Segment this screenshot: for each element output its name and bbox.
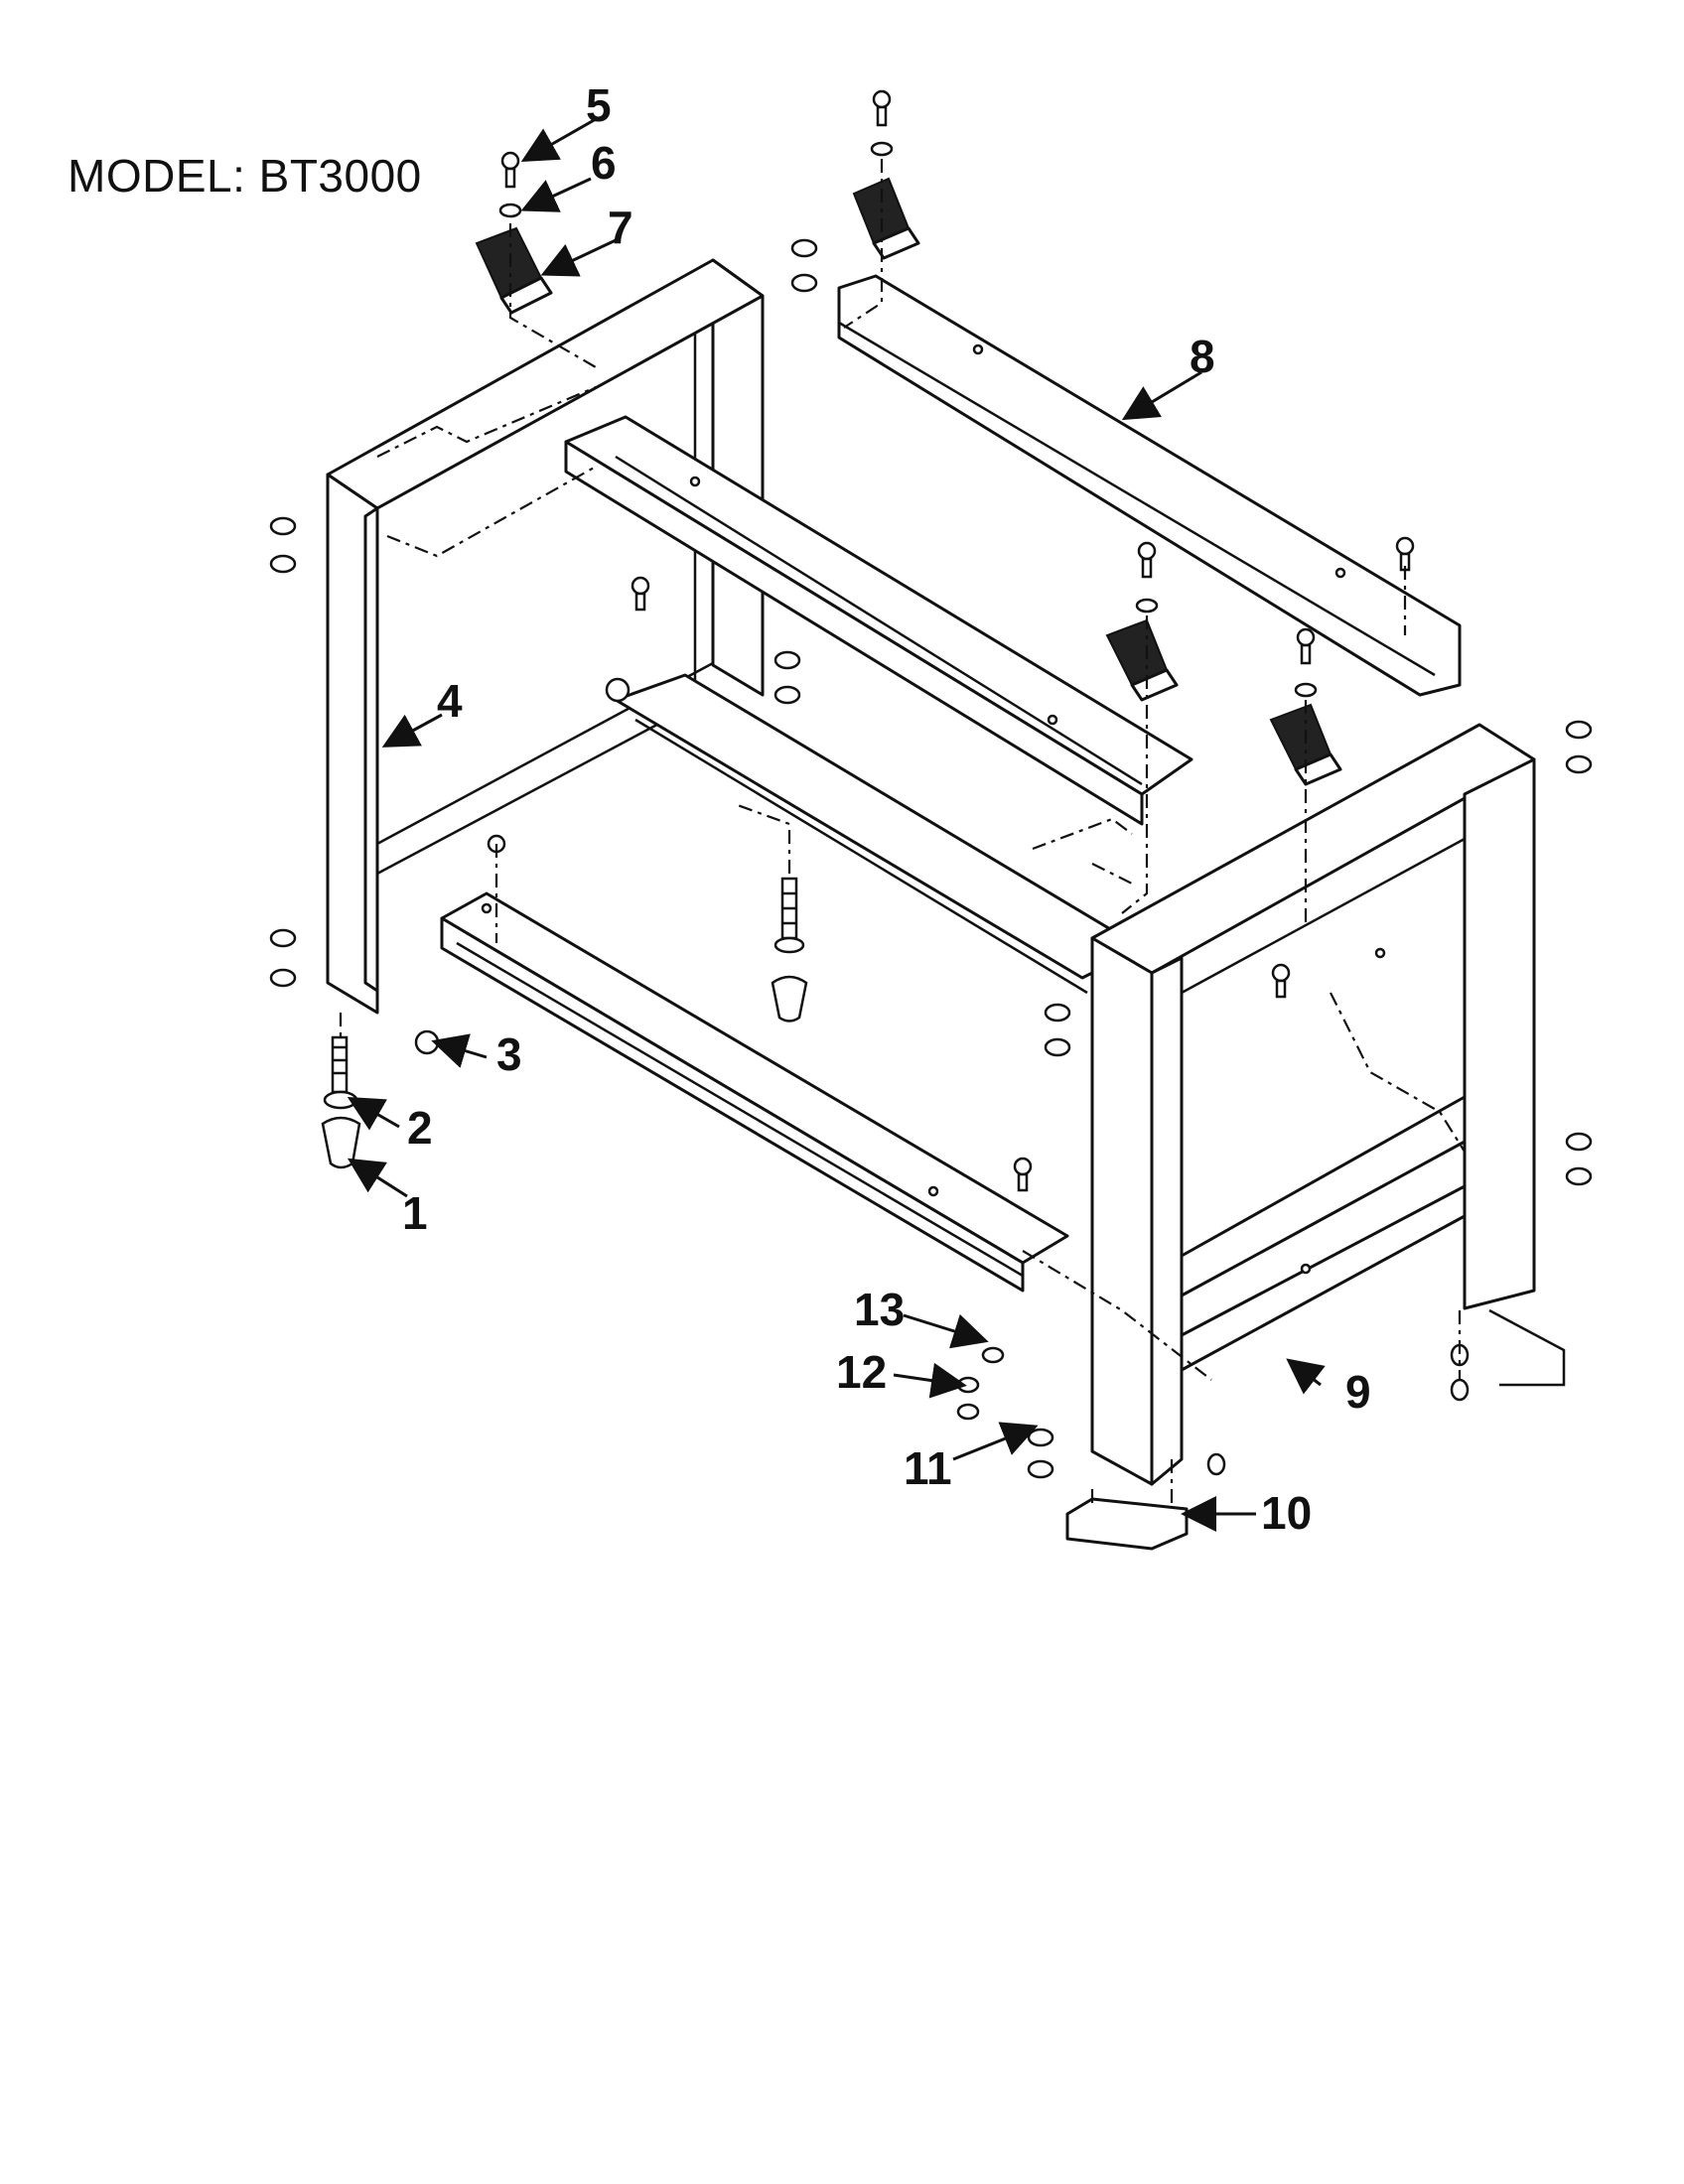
middle-top-rail xyxy=(564,415,1193,826)
callout-1: 1 xyxy=(402,1187,428,1239)
front-lower-rail xyxy=(440,891,1069,1293)
assembly-dash-lines xyxy=(339,159,1466,1509)
callout-leaders xyxy=(347,117,1326,1532)
model-label: MODEL: BT3000 xyxy=(68,150,422,202)
part-7-bracket-2 xyxy=(852,177,920,260)
center-leveler-foot xyxy=(771,877,808,1023)
part-10-foot-pad xyxy=(1065,1497,1189,1551)
callout-2: 2 xyxy=(407,1102,433,1154)
part-7-bracket-1 xyxy=(475,226,553,315)
callout-9: 9 xyxy=(1345,1366,1371,1418)
callout-5: 5 xyxy=(586,79,612,131)
right-end-frame xyxy=(1090,723,1536,1486)
callout-11: 11 xyxy=(904,1442,952,1494)
part-4-left-end-frame xyxy=(326,258,765,1015)
callout-4: 4 xyxy=(437,675,463,727)
callout-7: 7 xyxy=(608,202,633,253)
part-8-top-rail xyxy=(837,274,1462,697)
callout-12: 12 xyxy=(836,1346,887,1398)
callout-6: 6 xyxy=(591,137,617,189)
part-7-bracket-4 xyxy=(1269,703,1342,786)
hex-key xyxy=(1488,1308,1566,1387)
callout-13: 13 xyxy=(854,1284,905,1335)
callout-3: 3 xyxy=(496,1028,522,1080)
callout-labels: 5 6 7 8 4 3 2 1 9 10 11 12 13 xyxy=(402,79,1371,1539)
callout-8: 8 xyxy=(1190,331,1215,382)
part-7-bracket-3 xyxy=(1105,618,1179,702)
callout-10: 10 xyxy=(1261,1487,1312,1539)
